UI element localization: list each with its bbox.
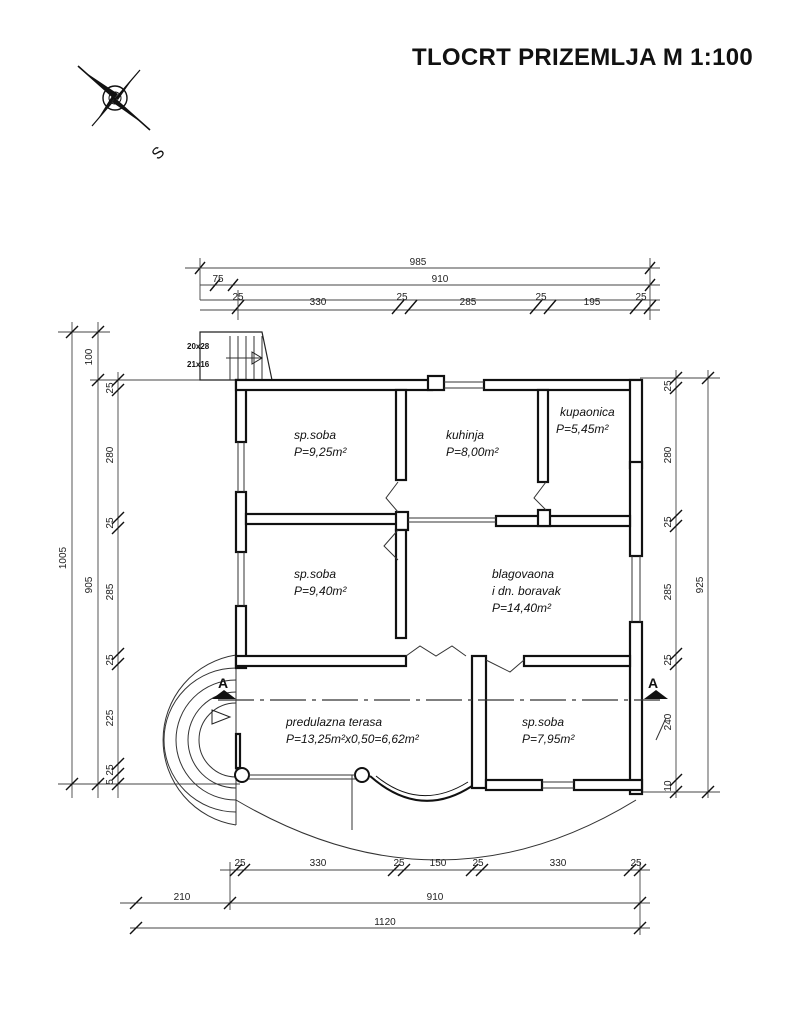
windows [237,381,641,789]
dim-left-wall-4: 25 [105,764,116,776]
dim-bottom-room-2: 330 [550,858,567,869]
dim-top-offset: 75 [212,274,224,285]
room-bathroom-area: P=5,45m² [556,422,609,436]
room-bedroom-3-area: P=7,95m² [522,732,575,746]
dim-top-wall-1: 25 [232,292,244,303]
dim-left-room-3: 225 [105,709,116,726]
dim-bottom-wall-4: 25 [630,858,642,869]
dim-left-house: 905 [84,576,95,593]
dim-bottom-overall: 1120 [374,917,396,928]
dim-bottom-wall-3: 25 [472,858,484,869]
drawing-title: TLOCRT PRIZEMLJA M 1:100 [412,44,754,71]
dim-right-room-3: 240 [663,713,674,730]
dim-top-room-2: 285 [460,297,477,308]
dim-bottom-wall-2: 25 [393,858,405,869]
room-terrace-name: predulazna terasa [285,715,382,729]
room-dining-name-2: i dn. boravak [492,584,562,598]
dim-right-wall-3: 25 [663,654,674,666]
room-dining-area: P=14,40m² [492,601,552,615]
section-marker-right: A [648,675,658,691]
dim-bottom-door: 150 [430,858,447,869]
left-dimensions: 1005 100 905 25 280 25 285 25 225 5 25 [58,322,240,798]
section-line [212,690,668,741]
dim-top-room-3: 195 [584,297,601,308]
dim-left-room-1: 280 [105,446,116,463]
room-kitchen-name: kuhinja [446,428,484,442]
dim-left-wall-1: 25 [105,382,116,394]
room-dining-name: blagovaona [492,567,554,581]
room-bedroom-1-name: sp.soba [294,428,336,442]
top-dimensions: 985 75 910 25 330 25 285 25 195 25 [185,257,660,320]
dim-left-small: 5 [105,779,116,785]
dim-left-overall: 1005 [58,546,69,569]
dim-left-wall-3: 25 [105,654,116,666]
right-dimensions: 25 280 925 25 285 25 240 10 [640,370,720,799]
dim-top-wall-4: 25 [635,292,647,303]
round-steps [162,654,237,826]
dim-right-room-2: 285 [663,583,674,600]
dim-top-room-1: 330 [310,297,327,308]
entry-stairs [199,331,273,381]
dim-right-small: 10 [663,780,674,792]
room-kitchen-area: P=8,00m² [446,445,499,459]
dim-bottom-offset: 210 [174,892,191,903]
section-marker-left: A [218,675,228,691]
stair-label-1: 20x28 [187,342,210,351]
dim-right-wall-2: 25 [663,516,674,528]
room-bedroom-2-name: sp.soba [294,567,336,581]
dim-left-stair: 100 [84,348,95,365]
dim-right-room-1: 280 [663,446,674,463]
room-bathroom-name: kupaonica [560,405,615,419]
dim-left-room-2: 285 [105,583,116,600]
stair-label-2: 21x16 [187,360,210,369]
dim-top-house: 910 [432,274,449,285]
north-arrow-icon [77,65,151,131]
doors [383,481,547,673]
room-bedroom-1-area: P=9,25m² [294,445,347,459]
dim-right-wall-1: 25 [663,380,674,392]
dim-top-wall-3: 25 [535,292,547,303]
dim-bottom-house: 910 [427,892,444,903]
dim-left-wall-2: 25 [105,517,116,529]
room-bedroom-3-name: sp.soba [522,715,564,729]
walls [234,374,644,802]
dim-top-wall-2: 25 [396,292,408,303]
room-terrace-area: P=13,25m²x0,50=6,62m² [286,732,420,746]
dim-right-overall: 925 [695,576,706,593]
dim-bottom-room-1: 330 [310,858,327,869]
room-bedroom-2-area: P=9,40m² [294,584,347,598]
dim-top-overall: 985 [410,257,427,268]
compass-label: S [149,144,169,164]
dim-bottom-wall-1: 25 [234,858,246,869]
bottom-dimensions: 25 330 25 150 25 330 25 210 910 1120 [120,858,650,935]
